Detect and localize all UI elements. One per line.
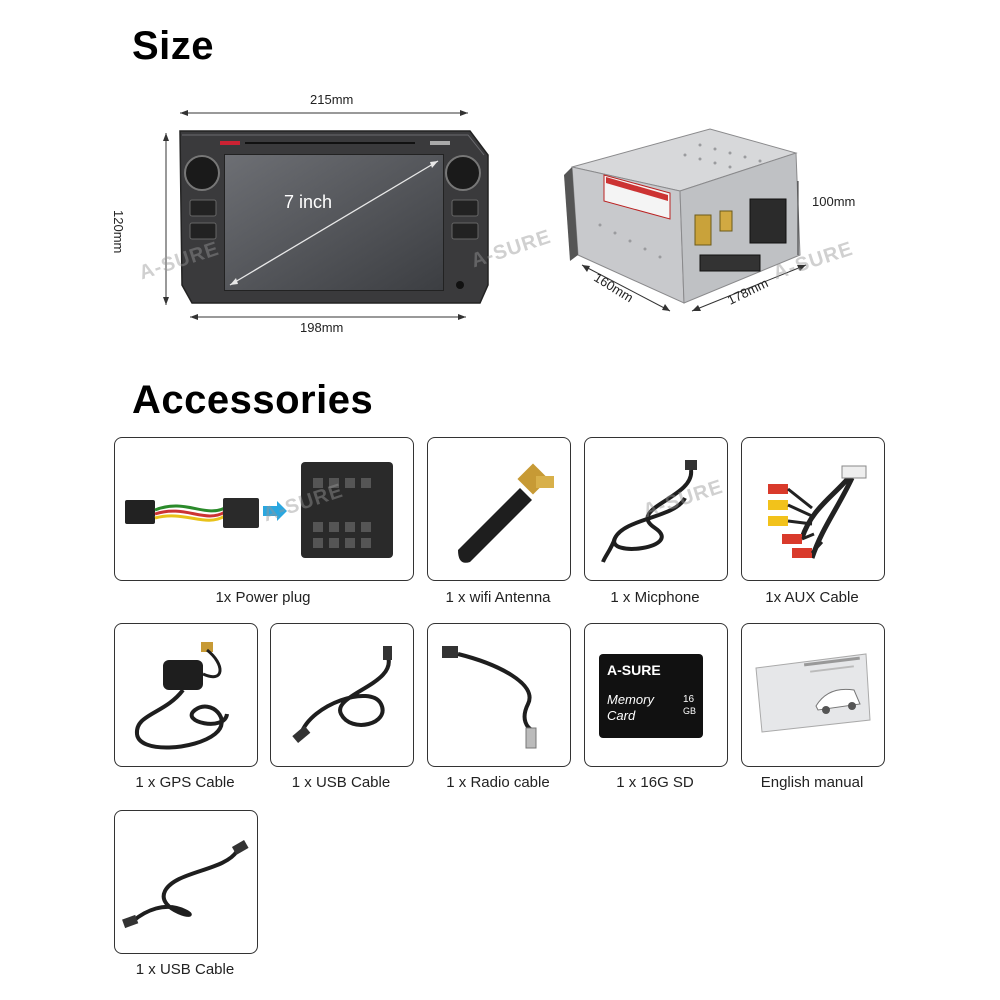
caption-sd-card: 1 x 16G SD: [616, 774, 694, 791]
caption-power-plug: 1x Power plug: [215, 589, 311, 606]
accessory-card-radio-cable: [427, 623, 571, 767]
screen-size-label: 7 inch: [284, 192, 333, 212]
sd-card-graphic: A-SURE Memory Card 16 GB: [599, 654, 703, 738]
accessory-card-manual: [741, 623, 885, 767]
sd-capacity: 16: [683, 694, 695, 705]
accessory-card-microphone: [584, 437, 728, 581]
accessory-card-power-plug: [114, 437, 414, 581]
caption-usb-cable: 1 x USB Cable: [291, 774, 391, 791]
accessories-heading: Accessories: [132, 378, 374, 422]
front-height-label: 120mm: [111, 210, 126, 254]
sd-unit: GB: [683, 706, 697, 716]
accessory-card-usb-cable: [270, 623, 414, 767]
front-stereo-figure: [150, 95, 490, 340]
caption-aux-cable: 1x AUX Cable: [765, 589, 859, 606]
sd-line2: Card: [607, 708, 636, 723]
size-heading: Size: [132, 24, 215, 68]
caption-radio-cable: 1 x Radio cable: [446, 774, 550, 791]
bottom-width-label: 198mm: [300, 320, 344, 335]
accessory-card-gps-cable: [114, 623, 258, 767]
front-width-label: 215mm: [310, 92, 354, 107]
caption-usb-cable-2: 1 x USB Cable: [135, 961, 235, 978]
back-height-label: 100mm: [812, 194, 856, 209]
caption-microphone: 1 x Micphone: [610, 589, 700, 606]
accessory-card-usb-cable-2: [114, 810, 258, 954]
caption-manual: English manual: [760, 774, 864, 791]
caption-wifi-antenna: 1 x wifi Antenna: [445, 589, 551, 606]
sd-brand: A-SURE: [607, 662, 661, 678]
accessory-card-sd-card: A-SURE Memory Card 16 GB: [584, 623, 728, 767]
accessory-card-wifi-antenna: [427, 437, 571, 581]
sd-line1: Memory: [607, 692, 654, 707]
rear-chassis-figure: [560, 115, 820, 320]
caption-gps-cable: 1 x GPS Cable: [135, 774, 235, 791]
accessory-card-aux-cable: [741, 437, 885, 581]
